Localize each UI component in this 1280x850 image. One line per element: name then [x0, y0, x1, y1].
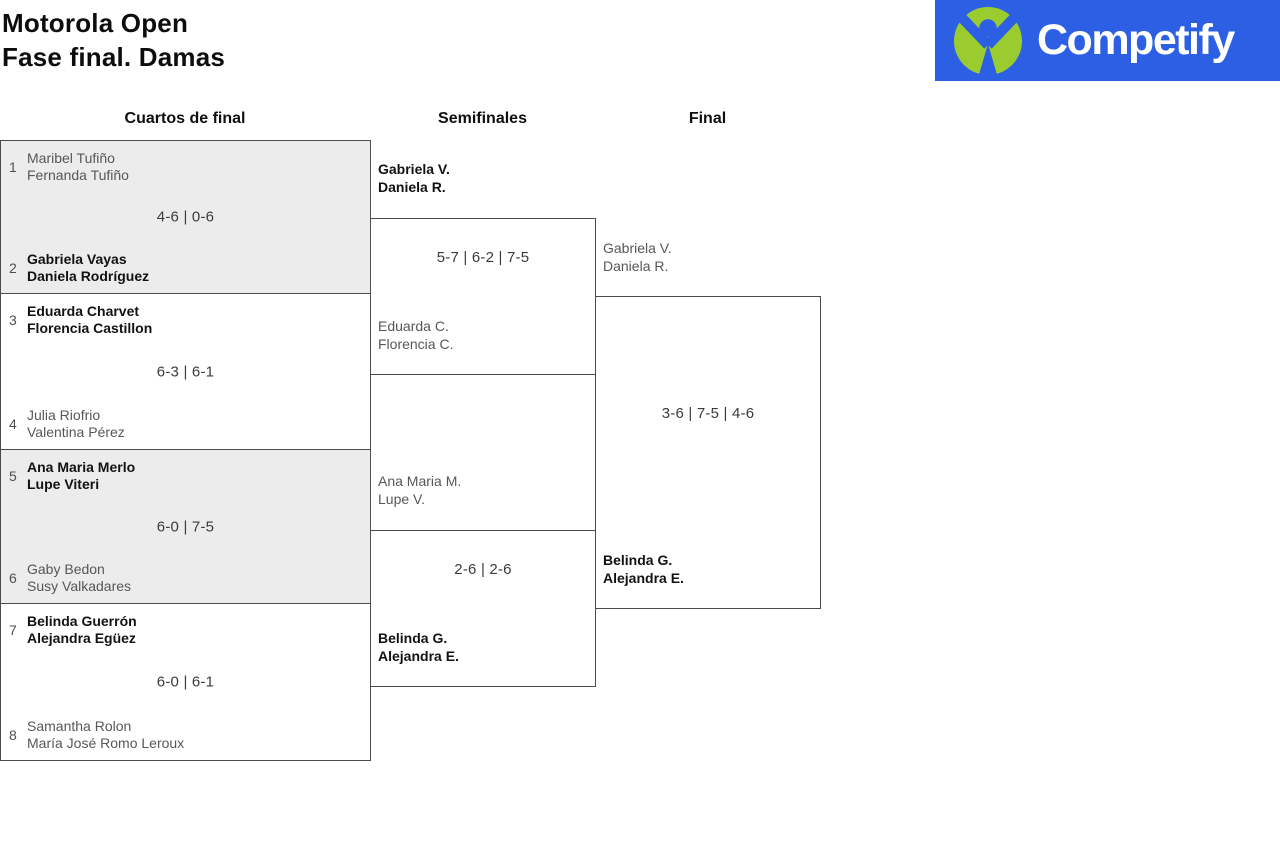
logo-wordmark: Competify: [1037, 16, 1235, 64]
quarterfinals-column: 1 Maribel Tufiño Fernanda Tufiño 4-6 | 0…: [0, 140, 371, 761]
seed-number: 8: [9, 727, 17, 743]
tournament-name: Motorola Open: [2, 8, 189, 38]
team-names: Gabriela V. Daniela R.: [378, 161, 450, 195]
column-header-quarterfinals: Cuartos de final: [124, 110, 246, 127]
team-names: Samantha Rolon María José Romo Leroux: [27, 718, 185, 751]
team-names: Belinda G. Alejandra E.: [378, 630, 459, 664]
team-entry: Belinda G. Alejandra E.: [378, 629, 459, 665]
team-entry: 8 Samantha Rolon María José Romo Leroux: [1, 718, 184, 752]
team-entry: 7 Belinda Guerrón Alejandra Egüez: [1, 613, 137, 647]
team-entry: Gabriela V. Daniela R.: [603, 239, 672, 275]
team-entry: Eduarda C. Florencia C.: [378, 317, 453, 353]
person-arms-up-icon: [954, 6, 1022, 75]
team-entry: 4 Julia Riofrio Valentina Pérez: [1, 407, 125, 441]
team-names: Maribel Tufiño Fernanda Tufiño: [27, 150, 129, 183]
team-names: Julia Riofrio Valentina Pérez: [27, 407, 125, 440]
team-names: Eduarda C. Florencia C.: [378, 318, 454, 352]
column-header-final: Final: [688, 110, 727, 127]
team-entry: 3 Eduarda Charvet Florencia Castillon: [1, 303, 152, 337]
quarterfinal-match-2: 3 Eduarda Charvet Florencia Castillon 6-…: [1, 293, 370, 449]
team-entry: 2 Gabriela Vayas Daniela Rodríguez: [1, 251, 149, 285]
match-score: 6-0 | 6-1: [156, 673, 215, 691]
seed-number: 7: [9, 622, 17, 638]
team-names: Ana Maria Merlo Lupe Viteri: [27, 459, 136, 492]
final-match-box: [595, 296, 821, 609]
team-names: Gaby Bedon Susy Valkadares: [27, 561, 132, 594]
quarterfinal-match-3: 5 Ana Maria Merlo Lupe Viteri 6-0 | 7-5 …: [1, 449, 370, 603]
seed-number: 5: [9, 468, 17, 484]
team-entry: 1 Maribel Tufiño Fernanda Tufiño: [1, 150, 129, 184]
competify-logo: Competify: [935, 0, 1280, 81]
team-entry: Gabriela V. Daniela R.: [378, 160, 450, 196]
team-names: Gabriela V. Daniela R.: [603, 240, 672, 274]
match-score: 6-3 | 6-1: [156, 363, 215, 380]
match-score: 4-6 | 0-6: [156, 208, 215, 226]
seed-number: 1: [9, 159, 17, 175]
quarterfinal-match-1: 1 Maribel Tufiño Fernanda Tufiño 4-6 | 0…: [1, 141, 370, 293]
team-entry: 5 Ana Maria Merlo Lupe Viteri: [1, 459, 135, 493]
team-names: Eduarda Charvet Florencia Castillon: [27, 303, 153, 336]
team-names: Belinda Guerrón Alejandra Egüez: [27, 613, 137, 646]
match-score: 2-6 | 2-6: [454, 561, 512, 578]
match-score: 5-7 | 6-2 | 7-5: [436, 249, 530, 266]
team-entry: Belinda G. Alejandra E.: [603, 551, 684, 587]
seed-number: 2: [9, 260, 17, 276]
match-score: 6-0 | 7-5: [156, 518, 215, 535]
team-names: Belinda G. Alejandra E.: [603, 552, 684, 586]
seed-number: 3: [9, 312, 17, 328]
team-entry: 6 Gaby Bedon Susy Valkadares: [1, 561, 131, 595]
phase-name: Fase final. Damas: [2, 42, 226, 72]
seed-number: 4: [9, 416, 17, 432]
team-entry: Ana Maria M. Lupe V.: [378, 472, 461, 508]
seed-number: 6: [9, 570, 17, 586]
team-names: Gabriela Vayas Daniela Rodríguez: [27, 251, 150, 284]
page-title: Motorola Open Fase final. Damas: [2, 6, 225, 74]
match-score: 3-6 | 7-5 | 4-6: [661, 405, 755, 422]
quarterfinal-match-4: 7 Belinda Guerrón Alejandra Egüez 6-0 | …: [1, 603, 370, 760]
team-names: Ana Maria M. Lupe V.: [378, 473, 462, 507]
column-header-semifinals: Semifinales: [438, 110, 527, 127]
